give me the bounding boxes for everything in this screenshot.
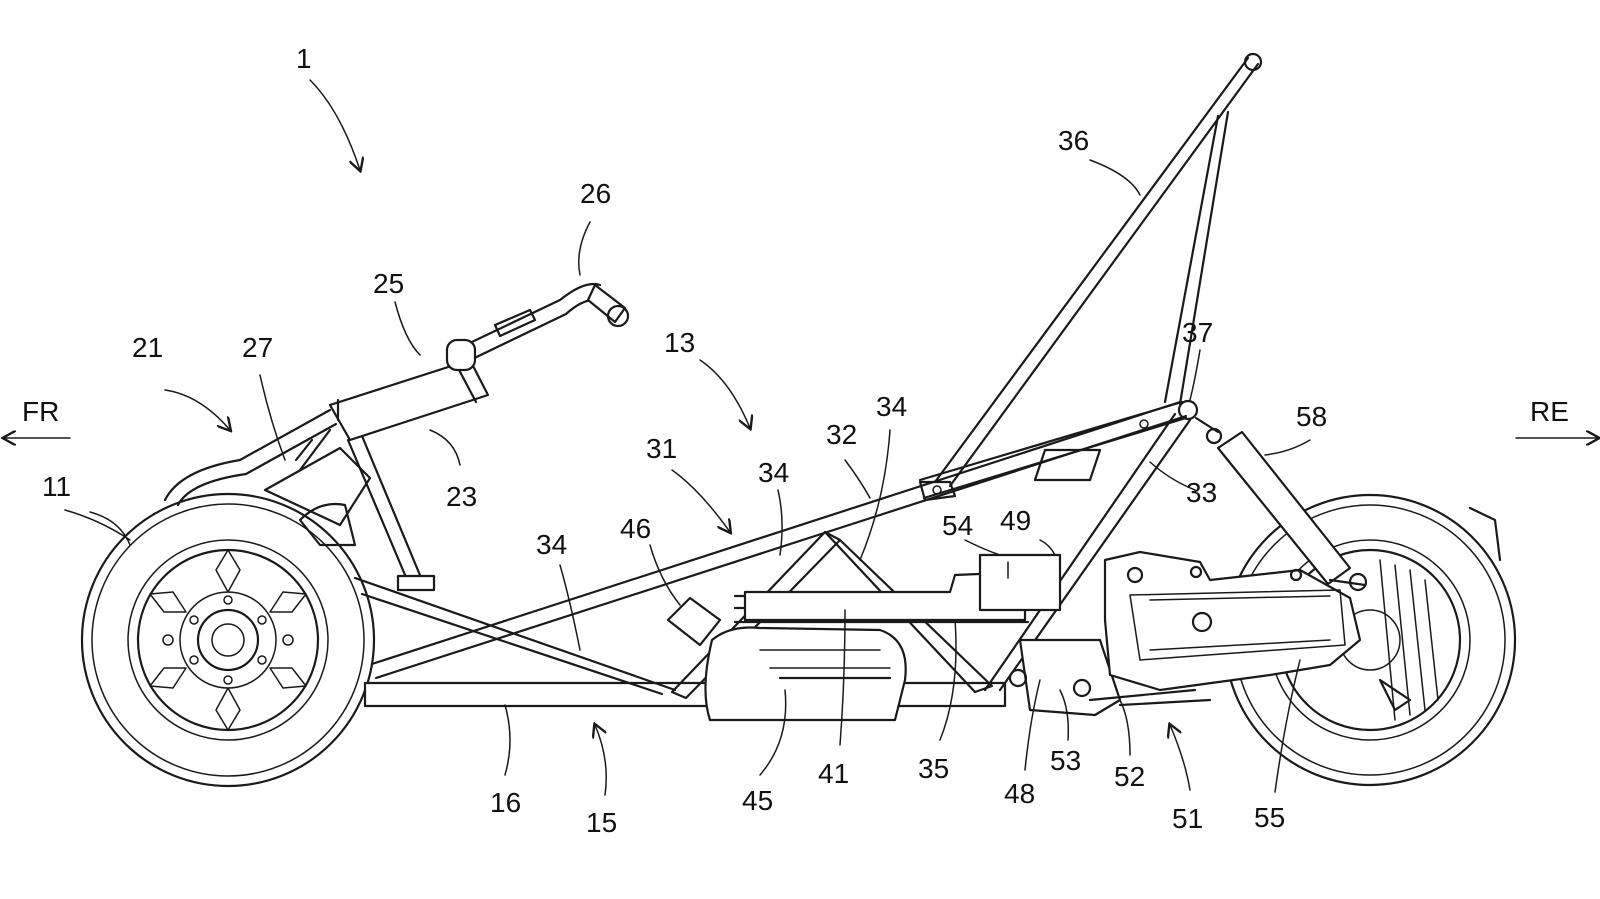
label-15: 15 bbox=[586, 807, 617, 838]
label-55: 55 bbox=[1254, 802, 1285, 833]
label-11: 11 bbox=[42, 471, 71, 502]
label-13: 13 bbox=[664, 327, 695, 358]
label-41: 41 bbox=[818, 758, 849, 789]
label-31: 31 bbox=[646, 433, 677, 464]
front-assembly bbox=[163, 282, 630, 592]
label-34-middle: 34 bbox=[758, 457, 789, 488]
label-37: 37 bbox=[1182, 317, 1213, 348]
leader-lines bbox=[64, 79, 1311, 796]
label-16: 16 bbox=[490, 787, 521, 818]
label-23: 23 bbox=[446, 481, 477, 512]
label-53: 53 bbox=[1050, 745, 1081, 776]
label-27: 27 bbox=[242, 332, 273, 363]
label-52: 52 bbox=[1114, 761, 1145, 792]
label-46: 46 bbox=[620, 513, 651, 544]
front-wheel bbox=[80, 492, 376, 788]
direction-indicators: FR RE bbox=[4, 396, 1598, 438]
label-45: 45 bbox=[742, 785, 773, 816]
label-21: 21 bbox=[132, 332, 163, 363]
label-36: 36 bbox=[1058, 125, 1089, 156]
label-49: 49 bbox=[1000, 505, 1031, 536]
front-label: FR bbox=[22, 396, 59, 427]
label-58: 58 bbox=[1296, 401, 1327, 432]
label-34-left: 34 bbox=[536, 529, 567, 560]
label-33: 33 bbox=[1186, 477, 1217, 508]
label-25: 25 bbox=[373, 268, 404, 299]
label-54: 54 bbox=[942, 510, 973, 541]
label-1: 1 bbox=[296, 43, 312, 74]
label-32: 32 bbox=[826, 419, 857, 450]
label-34-upper: 34 bbox=[876, 391, 907, 422]
powertrain bbox=[666, 399, 1412, 722]
reference-numerals: 1 11 13 15 16 21 23 25 26 27 31 32 33 34… bbox=[42, 43, 1327, 838]
label-48: 48 bbox=[1004, 778, 1035, 809]
label-51: 51 bbox=[1172, 803, 1203, 834]
label-35: 35 bbox=[918, 753, 949, 784]
label-26: 26 bbox=[580, 178, 611, 209]
rear-label: RE bbox=[1530, 396, 1569, 427]
